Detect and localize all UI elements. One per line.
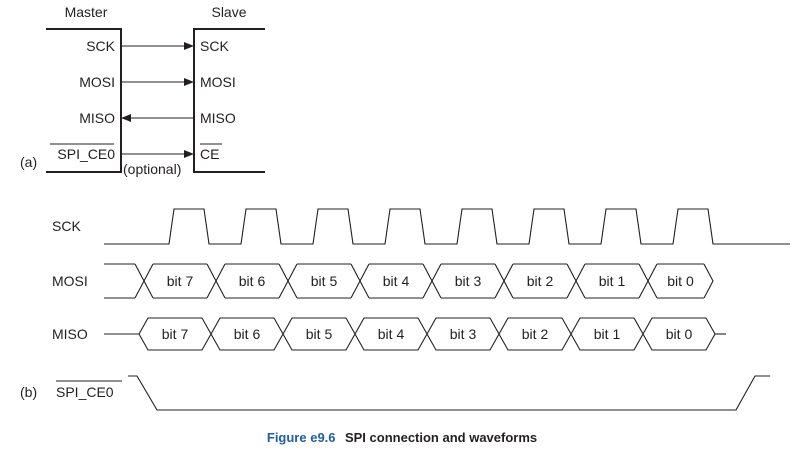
- miso-bit-label: bit 4: [378, 326, 405, 342]
- mosi-bit-label: bit 3: [455, 273, 482, 289]
- mosi-bit-label: bit 4: [383, 273, 410, 289]
- slave-pin-miso: MISO: [200, 110, 236, 126]
- mosi-signal-label: MOSI: [52, 273, 88, 289]
- figure-caption: Figure e9.6 SPI connection and waveforms: [267, 429, 537, 446]
- miso-waveform: bit 7 bit 6 bit 5 bit 4 bit 3 bit 2 bit 1 bit 0: [104, 317, 726, 351]
- mosi-bit-label: bit 6: [239, 273, 266, 289]
- miso-bit-label: bit 0: [666, 326, 693, 342]
- sck-signal-label: SCK: [52, 218, 81, 234]
- master-pin-mosi: MOSI: [79, 74, 115, 90]
- slave-pin-mosi: MOSI: [200, 74, 236, 90]
- ce-signal-label: SPI_CE0: [56, 384, 114, 400]
- mosi-bit-label: bit 5: [311, 273, 338, 289]
- part-a-tag: (a): [20, 154, 37, 170]
- master-pin-spi-ce0: SPI_CE0: [57, 146, 115, 162]
- slave-box: [193, 28, 265, 173]
- miso-bit-label: bit 6: [234, 326, 261, 342]
- caption-figure-number: Figure e9.6: [267, 430, 336, 445]
- miso-bit-label: bit 5: [306, 326, 333, 342]
- caption-text: SPI connection and waveforms: [345, 430, 537, 445]
- mosi-bit-label: bit 2: [527, 273, 554, 289]
- ce-waveform: [128, 375, 770, 411]
- connection-diagram: Master Slave SCK MOSI MISO SPI_CE0 SCK M…: [20, 4, 265, 177]
- miso-signal-label: MISO: [52, 326, 88, 342]
- slave-pin-ce: CE: [200, 146, 219, 162]
- master-box: [46, 28, 122, 173]
- mosi-waveform: bit 7 bit 6 bit 5 bit 4 bit 3 bit 2 bit 1 bit 0: [104, 263, 714, 299]
- mosi-bit-label: bit 7: [167, 273, 194, 289]
- miso-bit-label: bit 3: [450, 326, 477, 342]
- master-pin-sck: SCK: [86, 38, 115, 54]
- master-title: Master: [65, 4, 108, 20]
- mosi-bit-label: bit 1: [599, 273, 626, 289]
- miso-bit-label: bit 2: [522, 326, 549, 342]
- miso-bit-label: bit 1: [594, 326, 621, 342]
- sck-waveform: [104, 208, 790, 245]
- optional-note: (optional): [123, 161, 181, 177]
- master-pin-miso: MISO: [79, 110, 115, 126]
- part-b-tag: (b): [20, 384, 37, 400]
- mosi-bit-label: bit 0: [667, 273, 694, 289]
- slave-title: Slave: [211, 4, 246, 20]
- slave-pin-sck: SCK: [200, 38, 229, 54]
- miso-bit-label: bit 7: [162, 326, 189, 342]
